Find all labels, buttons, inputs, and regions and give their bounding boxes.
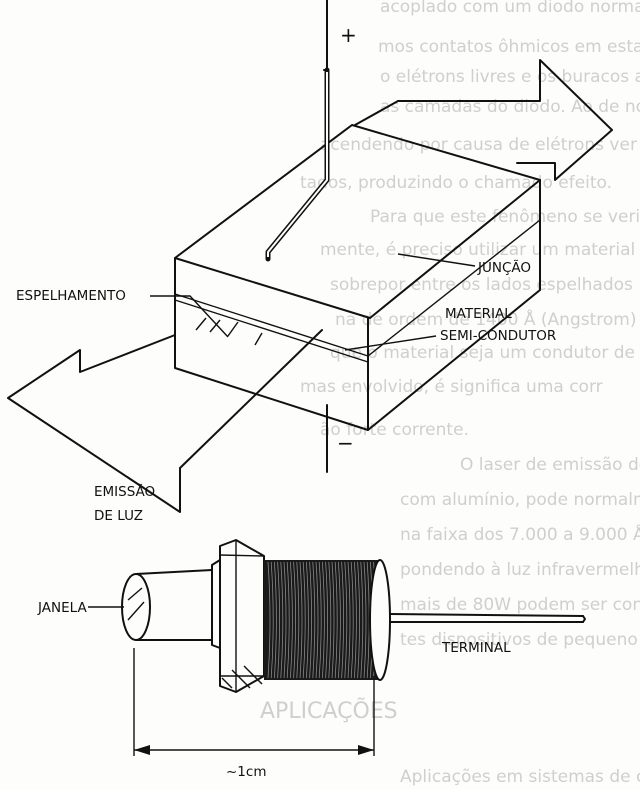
- window-lens: [121, 573, 151, 641]
- bleed-line: com alumínio, pode normalmente opera: [400, 490, 640, 510]
- thread-line: [357, 561, 360, 679]
- terminal-pin: [389, 613, 584, 617]
- bleed-line: mente, é preciso utilizar um material: [320, 240, 635, 260]
- thread-line: [328, 561, 332, 679]
- window-cylinder: [135, 569, 213, 641]
- material-label: MATERIAL: [445, 306, 512, 322]
- junction-line: [174, 219, 541, 357]
- bleed-line: acendendo por causa de elétrons ver: [320, 135, 637, 155]
- window-glare: [127, 587, 145, 621]
- bleed-line: mos contatos ôhmicos em estado normal: [378, 37, 640, 57]
- thread-line: [277, 561, 280, 679]
- bleed-line: tes dispositivos de pequeno porte.: [400, 630, 640, 650]
- janela-label: JANELA: [37, 600, 87, 616]
- de-luz-label: DE LUZ: [94, 508, 143, 524]
- emission-arrow-back: [354, 59, 613, 181]
- bleed-line: tados, produzindo o chamado efeito.: [300, 173, 612, 193]
- thread-line: [267, 561, 271, 679]
- thread-line: [347, 561, 351, 679]
- bleed-line: Aplicações em sistemas de comunicação: [400, 767, 640, 787]
- thread-line: [290, 561, 293, 679]
- thread-line: [354, 561, 357, 679]
- thread-line: [312, 561, 316, 679]
- hex-nut-edge: [219, 540, 265, 692]
- bleed-line: na de ordem de 1400 Å (Angstrom): [335, 308, 636, 330]
- hex-nut: [219, 539, 265, 693]
- thread-line: [334, 561, 338, 679]
- threaded-body: [264, 560, 380, 680]
- laser-package: JANELA TERMINAL ~1cm: [37, 539, 586, 780]
- top-lead-inner: [267, 72, 328, 257]
- thread-line: [293, 561, 296, 679]
- body-end-cap: [369, 559, 391, 681]
- minus-sign: −: [337, 431, 354, 455]
- positive-wire: [323, 0, 328, 71]
- thread-line: [318, 561, 322, 679]
- bleed-line: acoplado com um diodo normal. Na situ: [380, 0, 640, 17]
- bleed-line: que o material seja um condutor de: [330, 343, 635, 363]
- bleed-line: na faixa dos 7.000 a 9.000 Å, corres: [400, 523, 640, 545]
- terminal-label: TERMINAL: [441, 640, 511, 656]
- espelhamento-leader: [150, 295, 229, 338]
- junction-diagram: + − JUNÇÃO ESPELHAMENTO MA: [7, 0, 613, 524]
- semi-condutor-label: SEMI-CONDUTOR: [440, 328, 556, 344]
- thread-line: [350, 561, 354, 679]
- thread-line: [296, 561, 300, 679]
- thread-line: [274, 561, 277, 679]
- bleed-line: o elétrons livres e os buracos ainda: [380, 67, 640, 87]
- dim-arrow-right: [358, 745, 374, 755]
- thread-line: [338, 561, 341, 679]
- bleed-line: Para que este fenômeno se verifique: [370, 207, 640, 227]
- nut-hatch: [221, 665, 263, 689]
- thread-line: [306, 561, 309, 679]
- thread-line: [325, 561, 328, 679]
- dim-arrow-left: [134, 745, 150, 755]
- thread-line: [309, 561, 312, 679]
- thread-line: [286, 561, 290, 679]
- plus-sign: +: [340, 23, 357, 47]
- top-lead: [265, 67, 330, 262]
- espelhamento-label: ESPELHAMENTO: [16, 288, 126, 304]
- thread-line: [299, 561, 303, 679]
- emission-region-hatch: [195, 317, 263, 346]
- bleed-line: mas envolvido, é significa uma corr: [300, 377, 603, 397]
- emission-arrow-front: [7, 329, 323, 513]
- bleed-line: APLICAÇÕES: [260, 697, 398, 724]
- block-right-face: [367, 179, 541, 431]
- thread-line: [360, 561, 364, 679]
- bleed-line: pondendo à luz infravermelha. Pulsos de: [400, 560, 640, 580]
- flange: [211, 559, 221, 649]
- juncao-leader: [397, 253, 476, 267]
- thread-line: [322, 561, 325, 679]
- bleed-line: sobrepor entre os lados espelhados: [330, 275, 633, 295]
- junction-line-lower: [174, 299, 369, 363]
- terminal-pin-tip: [582, 615, 586, 623]
- thread-line: [283, 561, 287, 679]
- dimension-label: ~1cm: [226, 764, 266, 780]
- thread-line: [302, 561, 306, 679]
- thread-line: [315, 561, 319, 679]
- thread-line: [280, 561, 284, 679]
- emissao-label: EMISSÃO: [94, 483, 155, 500]
- bleed-line: ão forte corrente.: [320, 420, 469, 440]
- thread-line: [344, 561, 348, 679]
- juncao-label: JUNÇÃO: [477, 259, 531, 276]
- bleed-line: O laser de emissão de gálio dopado: [460, 455, 640, 475]
- thread-line: [331, 561, 335, 679]
- thread-line: [363, 561, 367, 679]
- thread-line: [341, 561, 344, 679]
- bleed-through-text: acoplado com um diodo normal. Na situ mo…: [260, 0, 640, 787]
- block-front-edges: [174, 257, 369, 431]
- thread-line: [270, 561, 274, 679]
- bleed-line: mais de 80W podem ser conseguidos nes: [400, 595, 640, 615]
- material-leader: [344, 335, 437, 351]
